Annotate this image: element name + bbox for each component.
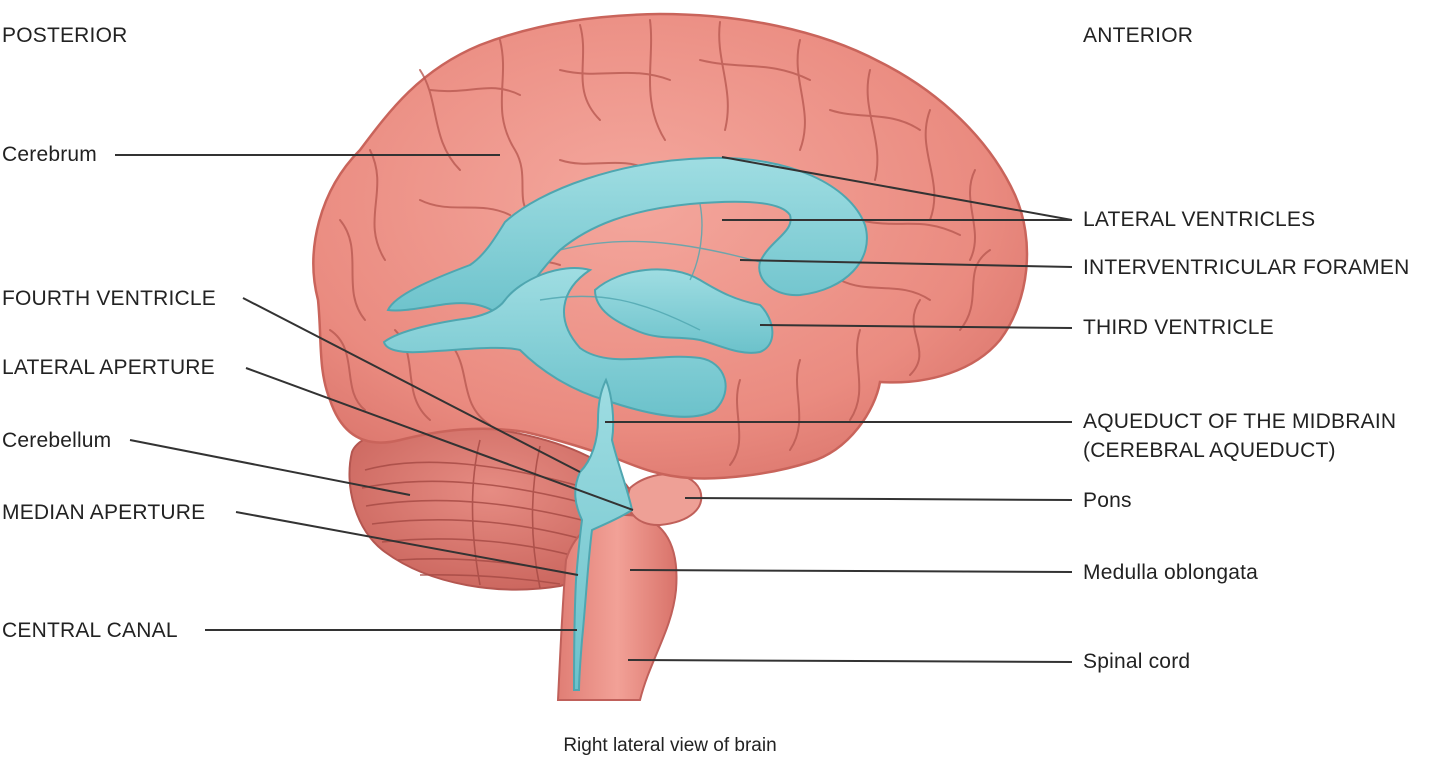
label-interventricular-foramen: INTERVENTRICULAR FORAMEN bbox=[1083, 256, 1410, 279]
leader-median-aperture bbox=[235, 511, 579, 576]
cerebrum-shape bbox=[312, 12, 1029, 480]
label-median-aperture: MEDIAN APERTURE bbox=[2, 501, 206, 524]
label-fourth-ventricle: FOURTH VENTRICLE bbox=[2, 287, 216, 310]
label-aqueduct-line2: (CEREBRAL AQUEDUCT) bbox=[1083, 439, 1336, 462]
leader-interventricular-foramen bbox=[739, 259, 1073, 268]
leader-lateral-aperture bbox=[245, 367, 634, 511]
label-lateral-ventricles: LATERAL VENTRICLES bbox=[1083, 208, 1316, 231]
leader-third-ventricle bbox=[759, 324, 1073, 329]
figure-caption: Right lateral view of brain bbox=[563, 735, 777, 756]
anterior-label: ANTERIOR bbox=[1083, 24, 1194, 47]
label-cerebrum: Cerebrum bbox=[2, 143, 97, 166]
label-spinal-cord: Spinal cord bbox=[1083, 650, 1191, 673]
label-third-ventricle: THIRD VENTRICLE bbox=[1083, 316, 1274, 339]
leader-cerebellum bbox=[129, 439, 411, 496]
aqueduct-and-fourth-ventricle-shape bbox=[572, 377, 634, 691]
leader-lines bbox=[115, 154, 1073, 663]
leader-spinal-cord bbox=[627, 659, 1073, 663]
label-cerebellum: Cerebellum bbox=[2, 429, 112, 452]
lateral-ventricle-shape bbox=[386, 156, 868, 322]
leader-pons bbox=[684, 497, 1073, 501]
leader-fourth-ventricle bbox=[242, 297, 581, 473]
label-aqueduct-line1: AQUEDUCT OF THE MIDBRAIN bbox=[1083, 410, 1397, 433]
ventricles bbox=[382, 156, 868, 691]
leader-lateral-ventricles-a bbox=[721, 156, 1073, 221]
temporal-horn-shape bbox=[382, 267, 727, 418]
label-lateral-aperture: LATERAL APERTURE bbox=[2, 356, 215, 379]
label-pons: Pons bbox=[1083, 489, 1132, 512]
label-central-canal: CENTRAL CANAL bbox=[2, 619, 178, 642]
label-medulla-oblongata: Medulla oblongata bbox=[1083, 561, 1259, 584]
posterior-label: POSTERIOR bbox=[2, 24, 128, 47]
pons-shape bbox=[626, 473, 703, 527]
leader-medulla bbox=[629, 569, 1073, 573]
